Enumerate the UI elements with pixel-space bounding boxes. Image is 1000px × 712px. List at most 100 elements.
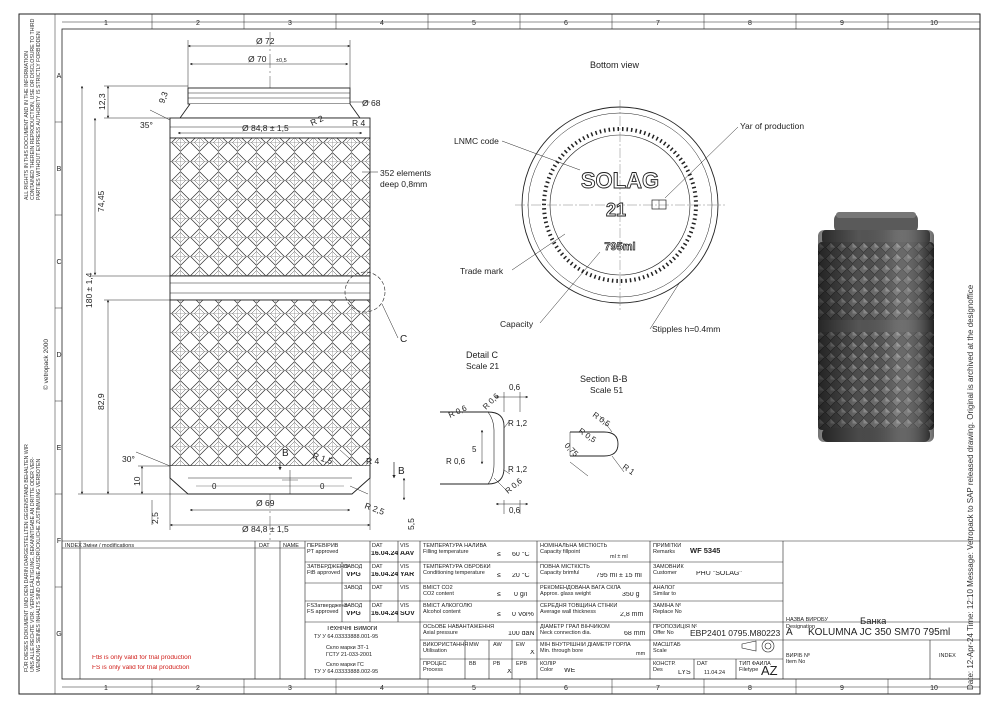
proc-temp-value: 20 °C bbox=[512, 573, 530, 579]
util-label-en: Utilisation bbox=[423, 648, 447, 654]
remarks-value: WF 5345 bbox=[690, 548, 721, 554]
util-label: ВИКОРИСТАННЯ bbox=[423, 642, 469, 648]
grid-col-label: 3 bbox=[288, 20, 292, 27]
dim-h93: 9,3 bbox=[156, 90, 170, 105]
ftb-dat: 16.04.24 bbox=[371, 572, 399, 578]
bore-label: МІН ВНУТРІШНІЙ ДІАМЕТР ГОРЛА bbox=[540, 642, 631, 648]
pt-vis: AAV bbox=[400, 551, 415, 557]
weight-label: РЕКОМЕНДОВАНА ВАГА СКЛА bbox=[540, 585, 621, 591]
grid-row-label: F bbox=[57, 538, 61, 545]
dim-a30: 30° bbox=[122, 454, 135, 464]
blank-vis-header: VIS bbox=[400, 585, 409, 591]
grid-row-label: E bbox=[57, 445, 62, 452]
util-col-mw: MW bbox=[469, 642, 479, 648]
similar-label-en: Similar to bbox=[653, 591, 676, 597]
blank-plant-header: ЗАВОД bbox=[344, 585, 363, 591]
grid-col-label: 6 bbox=[564, 685, 568, 692]
bottom-code: 21 bbox=[606, 200, 626, 220]
bore-label-en: Min. through bore bbox=[540, 648, 584, 654]
grid-col-label: 5 bbox=[472, 685, 476, 692]
grid-col-label: 1 bbox=[104, 20, 108, 27]
index-right-label: INDEX bbox=[939, 653, 956, 659]
fs-dat-header: DAT bbox=[372, 603, 383, 609]
filetype-label-en: Filetype bbox=[739, 667, 759, 673]
dim-d69: Ø 69 bbox=[256, 498, 275, 508]
alc-op: ≤ bbox=[497, 612, 501, 618]
grid-col-label: 8 bbox=[748, 685, 752, 692]
detail-c-r12-b: R 1,2 bbox=[508, 465, 528, 474]
fill-temp-label: ТЕМПЕРАТУРА НАЛИВА bbox=[423, 543, 487, 549]
neck-label: ДІАМЕТР ГРАЛ ВІНЧИКОМ bbox=[540, 624, 610, 630]
offer-value: EBP2401 0795.M80223 bbox=[690, 628, 781, 638]
fs-vis-header: VIS bbox=[400, 603, 409, 609]
bottom-view: Bottom view SOLAG 21 795ml LNMC code Yar… bbox=[454, 60, 804, 334]
grid-col-label: 5 bbox=[472, 20, 476, 27]
dim-r4-bottom: R 4 bbox=[366, 456, 380, 466]
grid-col-label: 4 bbox=[380, 685, 384, 692]
brimful-value: 795 ml ± 15 ml bbox=[596, 573, 642, 579]
dim-d68: Ø 68 bbox=[362, 98, 381, 108]
filetype-label: ТИП ФАЙЛА bbox=[739, 661, 771, 667]
alc-label: ВМІСТ АЛКОГОЛЮ bbox=[423, 603, 473, 609]
dim-h25: 2,5 bbox=[150, 512, 160, 524]
wall-label-en: Average wall thickness bbox=[540, 609, 596, 615]
copyright-notice-bottom: FÜR DIESES DOKUMENT UND DEN DARIN DARGES… bbox=[24, 444, 42, 672]
process-label: ПРОЦЕС bbox=[423, 661, 447, 667]
trial-note-fs: FS is only valid for trial production bbox=[92, 665, 190, 671]
section-bb-r05-b: R 0,5 bbox=[577, 426, 598, 445]
detail-c-view: Detail C Scale 21 0,6 R 0,6 R 0,6 R 1,2 … bbox=[440, 350, 529, 515]
fill-temp-label-en: Filling temperature bbox=[423, 549, 469, 555]
brimful-label: ПОВНА МІСТКІСТЬ bbox=[540, 564, 590, 570]
ftb-vis: YAR bbox=[400, 572, 415, 578]
trial-note-ftb: FtB is only valid for trial production bbox=[92, 655, 192, 661]
scale-label: МАСШТАБ bbox=[653, 642, 681, 648]
pt-label: ПЕРЕВІРИВ bbox=[307, 543, 339, 549]
detail-c-dim-5: 5 bbox=[472, 445, 477, 454]
grid-col-label: 6 bbox=[564, 20, 568, 27]
pt-dat-header: DAT bbox=[372, 543, 383, 549]
remarks-label: ПРИМІТКИ bbox=[653, 543, 682, 549]
customer-value: PHU "SOLAG" bbox=[696, 571, 742, 577]
index-header: INDEX bbox=[65, 543, 82, 549]
fs-vis: SOV bbox=[400, 611, 415, 617]
pattern-note-count: 352 elements bbox=[380, 168, 431, 178]
section-b-label-right: B bbox=[398, 466, 405, 477]
customer-label-en: Customer bbox=[653, 570, 677, 576]
pt-vis-header: VIS bbox=[400, 543, 409, 549]
fill-temp-value: 60 °C bbox=[512, 552, 530, 558]
remarks-label-en: Remarks bbox=[653, 549, 676, 555]
detail-c-dim-bottom: 0,6 bbox=[509, 506, 521, 515]
fill-temp-op: ≤ bbox=[497, 552, 501, 558]
jar-render-image bbox=[818, 212, 934, 442]
dim-a35: 35° bbox=[140, 120, 153, 130]
product-name: KOLUMNA JC 350 SM70 795ml bbox=[808, 627, 951, 638]
bottom-stipples-label: Stipples h=0.4mm bbox=[652, 324, 720, 334]
bore-unit: mm bbox=[636, 651, 646, 657]
detail-c-r06-d: R 0,6 bbox=[504, 476, 525, 496]
brimful-label-en: Capacity brimful bbox=[540, 570, 580, 576]
process-col-epb: EPB bbox=[516, 661, 528, 667]
section-bb-scale: Scale 51 bbox=[590, 385, 623, 395]
scale-label-en: Scale bbox=[653, 648, 667, 654]
offer-label-en: Offer No bbox=[653, 630, 674, 636]
ftb-dat-header: DAT bbox=[372, 564, 383, 570]
grid-col-label: 10 bbox=[930, 685, 938, 692]
date-label: DAT bbox=[697, 661, 708, 667]
pt-label-en: PT approved bbox=[307, 549, 339, 555]
bottom-lnmc-label: LNMC code bbox=[454, 136, 499, 146]
capacity-fill-unit: ml ± ml bbox=[610, 554, 628, 560]
capacity-fill-label-en: Capacity fillpoint bbox=[540, 549, 581, 555]
dim-h829: 82,9 bbox=[96, 393, 106, 410]
weight-value: 350 g bbox=[622, 592, 640, 598]
dim-h55: 5,5 bbox=[406, 518, 416, 530]
designation-label: НАЗВА ВИРОБУ bbox=[786, 617, 829, 623]
bottom-trademark-label: Trade mark bbox=[460, 266, 504, 276]
grid-col-label: 8 bbox=[748, 20, 752, 27]
section-bb-r05-a: R 0,5 bbox=[591, 410, 612, 429]
section-bb-view: Section B-B Scale 51 R 0,5 R 0,5 0,75 R … bbox=[563, 374, 637, 477]
bottom-year-label: Yar of production bbox=[740, 121, 804, 131]
axial-label-en: Axial pressure bbox=[423, 630, 458, 636]
proc-temp-label-en: Conditioning temperature bbox=[423, 570, 485, 576]
